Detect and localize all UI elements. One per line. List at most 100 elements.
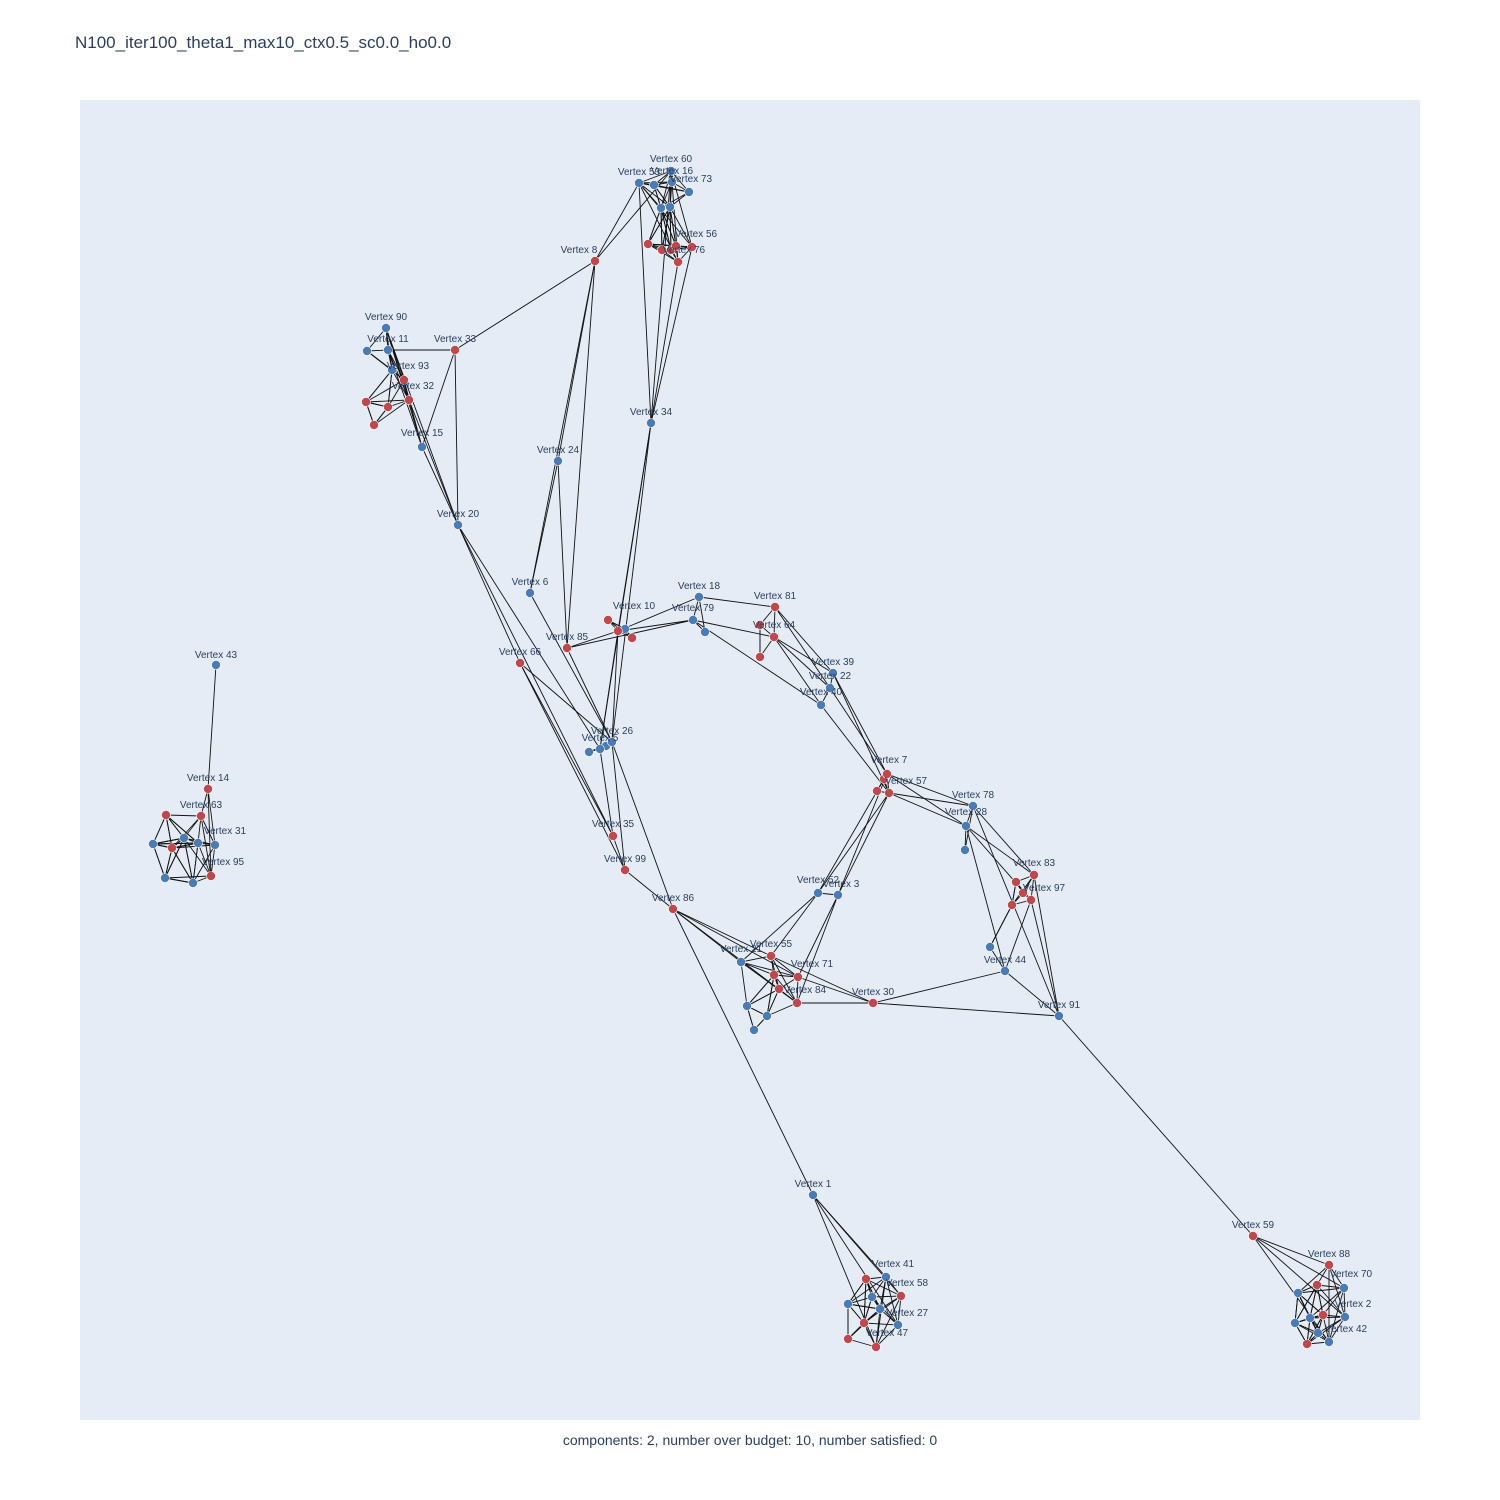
vertex-node-79[interactable] (688, 615, 698, 625)
vertex-node[interactable] (1302, 1339, 1312, 1349)
vertex-node-21[interactable] (736, 957, 746, 967)
vertex-node-91[interactable] (1054, 1011, 1064, 1021)
vertex-node-66[interactable] (515, 658, 525, 668)
vertex-node-71[interactable] (793, 972, 803, 982)
vertex-node-53[interactable] (634, 178, 644, 188)
vertex-node-73[interactable] (684, 187, 694, 197)
vertex-node[interactable] (861, 1274, 871, 1284)
vertex-node[interactable] (867, 1292, 877, 1302)
vertex-node-99[interactable] (620, 865, 630, 875)
vertex-node[interactable] (603, 615, 613, 625)
vertex-node-55[interactable] (766, 951, 776, 961)
vertex-node[interactable] (755, 652, 765, 662)
vertex-node-59[interactable] (1248, 1231, 1258, 1241)
vertex-node-30[interactable] (868, 998, 878, 1008)
vertex-node[interactable] (1290, 1318, 1300, 1328)
vertex-node[interactable] (985, 942, 995, 952)
vertex-node[interactable] (656, 203, 666, 213)
vertex-node[interactable] (665, 202, 675, 212)
vertex-node[interactable] (649, 180, 659, 190)
vertex-node[interactable] (584, 747, 594, 757)
vertex-node-97[interactable] (1026, 895, 1036, 905)
vertex-node-40[interactable] (816, 700, 826, 710)
vertex-node[interactable] (383, 402, 393, 412)
vertex-node[interactable] (179, 833, 189, 843)
vertex-node-93[interactable] (399, 375, 409, 385)
vertex-node[interactable] (361, 397, 371, 407)
vertex-node[interactable] (762, 1011, 772, 1021)
vertex-node-3[interactable] (833, 890, 843, 900)
vertex-node-88[interactable] (1324, 1260, 1334, 1270)
vertex-node-15[interactable] (417, 442, 427, 452)
vertex-node-95[interactable] (206, 871, 216, 881)
vertex-node-34[interactable] (646, 418, 656, 428)
vertex-node-5[interactable] (595, 744, 605, 754)
vertex-node[interactable] (362, 346, 372, 356)
vertex-node[interactable] (1018, 888, 1028, 898)
vertex-node[interactable] (843, 1299, 853, 1309)
vertex-node-8[interactable] (590, 256, 600, 266)
vertex-node-27[interactable] (893, 1320, 903, 1330)
vertex-node[interactable] (742, 1001, 752, 1011)
vertex-node-24[interactable] (553, 456, 563, 466)
vertex-node-85[interactable] (562, 643, 572, 653)
vertex-node[interactable] (369, 420, 379, 430)
vertex-node-42[interactable] (1324, 1337, 1334, 1347)
vertex-node-18[interactable] (694, 592, 704, 602)
vertex-node-7[interactable] (882, 769, 892, 779)
vertex-node[interactable] (1305, 1313, 1315, 1323)
vertex-node[interactable] (193, 838, 203, 848)
vertex-node-81[interactable] (770, 602, 780, 612)
vertex-node-70[interactable] (1339, 1283, 1349, 1293)
vertex-node-35[interactable] (608, 831, 618, 841)
vertex-node[interactable] (769, 970, 779, 980)
vertex-node-83[interactable] (1029, 870, 1039, 880)
vertex-node[interactable] (1313, 1328, 1323, 1338)
vertex-node[interactable] (960, 845, 970, 855)
vertex-node-20[interactable] (453, 520, 463, 530)
vertex-node-22[interactable] (825, 683, 835, 693)
vertex-node-39[interactable] (828, 668, 838, 678)
vertex-node-78[interactable] (968, 801, 978, 811)
vertex-node[interactable] (627, 633, 637, 643)
vertex-node[interactable] (188, 878, 198, 888)
vertex-node[interactable] (1007, 900, 1017, 910)
vertex-node-52[interactable] (813, 888, 823, 898)
vertex-node-44[interactable] (1000, 966, 1010, 976)
vertex-node-64[interactable] (769, 632, 779, 642)
vertex-node[interactable] (1312, 1280, 1322, 1290)
vertex-node[interactable] (148, 839, 158, 849)
vertex-node-33[interactable] (450, 345, 460, 355)
vertex-node[interactable] (1293, 1288, 1303, 1298)
vertex-node-26[interactable] (607, 737, 617, 747)
vertex-node-76[interactable] (673, 257, 683, 267)
vertex-node[interactable] (643, 239, 653, 249)
vertex-node-41[interactable] (881, 1272, 891, 1282)
vertex-node[interactable] (387, 365, 397, 375)
vertex-node[interactable] (843, 1334, 853, 1344)
vertex-node[interactable] (755, 620, 765, 630)
vertex-node-11[interactable] (383, 345, 393, 355)
vertex-node[interactable] (774, 984, 784, 994)
vertex-node-28[interactable] (961, 821, 971, 831)
vertex-node[interactable] (749, 1025, 759, 1035)
vertex-node-58[interactable] (896, 1291, 906, 1301)
vertex-node-56[interactable] (687, 242, 697, 252)
vertex-node-1[interactable] (808, 1190, 818, 1200)
vertex-node-57[interactable] (884, 788, 894, 798)
vertex-node-43[interactable] (211, 660, 221, 670)
vertex-node-31[interactable] (210, 840, 220, 850)
vertex-node[interactable] (859, 1318, 869, 1328)
vertex-node[interactable] (700, 627, 710, 637)
vertex-node-63[interactable] (196, 811, 206, 821)
vertex-node-2[interactable] (1340, 1312, 1350, 1322)
vertex-node-60[interactable] (666, 166, 676, 176)
vertex-node-86[interactable] (668, 904, 678, 914)
vertex-node[interactable] (872, 786, 882, 796)
vertex-node-84[interactable] (792, 998, 802, 1008)
vertex-node-90[interactable] (381, 323, 391, 333)
vertex-node-14[interactable] (203, 784, 213, 794)
vertex-node-6[interactable] (525, 588, 535, 598)
vertex-node[interactable] (1011, 877, 1021, 887)
vertex-node-10[interactable] (613, 626, 623, 636)
